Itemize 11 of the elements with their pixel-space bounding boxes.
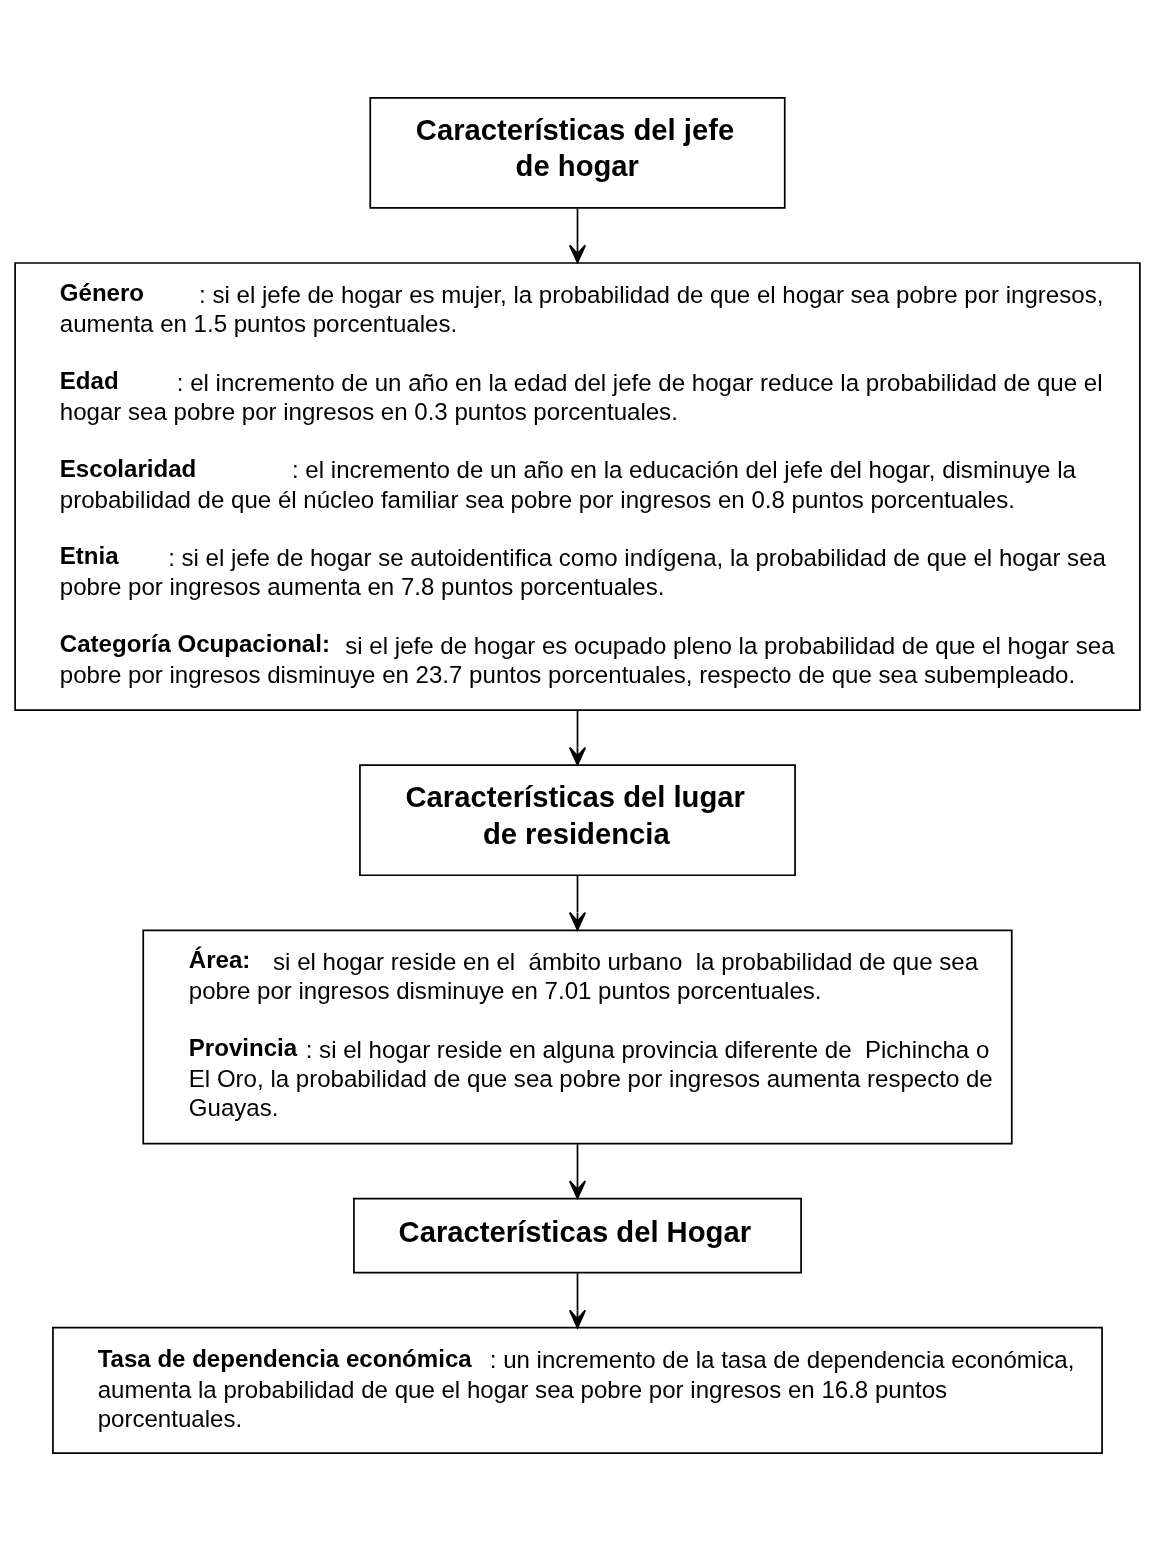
arrow [568, 709, 587, 766]
arrow [568, 207, 587, 264]
node-box: Características del lugar de residencia [359, 764, 796, 877]
node-box: Tasa de dependencia económica: un incremento de la tasa de dependencia económica, aumenta la probabilidad de que el hogar sea pobre por ingresos en 16.8 puntos porcentuales. [52, 1326, 1103, 1454]
arrow [568, 1272, 587, 1329]
node-box: Características del Hogar [353, 1197, 802, 1274]
arrow [568, 874, 587, 931]
node-box: Área: si el hogar reside en el ámbito urbano la probabilidad de que sea pobre por ingresos disminuye en 7.01 puntos porcentuales. Provincia: si el hogar reside en alguna provincia diferente de Pichincha o El Oro, la probabilidad de que sea pobre por ingresos aumenta respecto de Guayas. [142, 929, 1013, 1145]
arrow [568, 1142, 587, 1200]
node-box: Género: si el jefe de hogar es mujer, la probabilidad de que el hogar sea pobre por ingresos, aumenta en 1.5 puntos porcentuales. Edad: el incremento de un año en la edad del jefe de hogar reduce la probabilidad de que el hogar sea pobre por ingresos en 0.3 puntos porcentuales. Escolaridad: el incremento de un año en la educación del jefe del hogar, disminuye la probabilidad de que él núcleo familiar sea pobre por ingresos en 0.8 puntos porcentuales. Etnia: si el jefe de hogar se autoidentifica como indígena, la probabilidad de que el hogar sea pobre por ingresos aumenta en 7.8 puntos porcentuales. Categoría Ocupacional: si el jefe de hogar es ocupado pleno la probabilidad de que el hogar sea pobre por ingresos disminuye en 23.7 puntos porcentuales, respecto de que sea subempleado. [14, 262, 1141, 711]
node-box: Características del jefe de hogar [369, 97, 786, 209]
